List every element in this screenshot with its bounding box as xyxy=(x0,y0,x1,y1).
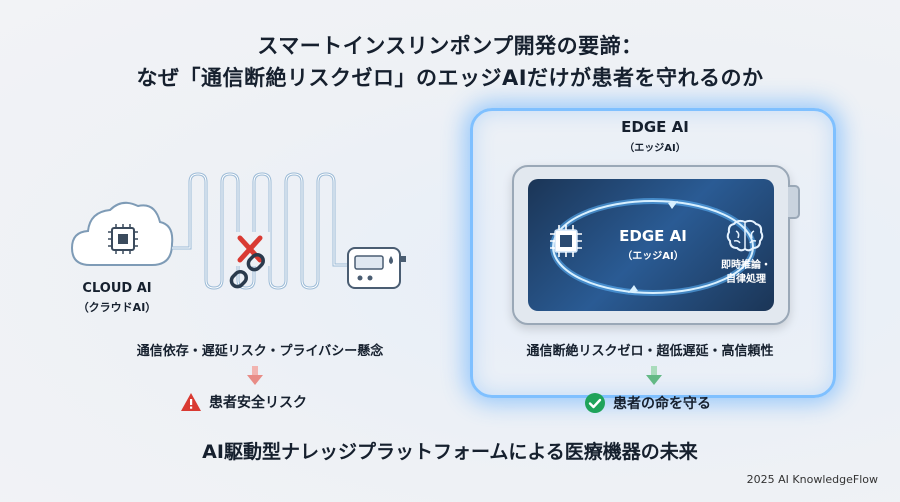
credit-text: 2025 AI KnowledgeFlow xyxy=(746,473,878,486)
edge-ai-subtitle: （エッジAI） xyxy=(624,143,686,154)
device-cap xyxy=(788,185,800,219)
cloud-issues: 通信依存・遅延リスク・プライバシー懸念 xyxy=(136,344,384,359)
title-line-1: スマートインスリンポンプ開発の要諦： xyxy=(257,34,643,58)
process-line-2: 自律処理 xyxy=(726,274,766,285)
device-name: EDGE AI xyxy=(619,227,687,245)
device-screen: EDGE AI （エッジAI） 即時推論・ 自律処理 xyxy=(528,179,774,311)
edge-glow-frame xyxy=(470,108,836,398)
process-line-1: 即時推論・ xyxy=(721,260,771,271)
arrow-down-icon xyxy=(247,366,263,385)
pump-device-body: EDGE AI （エッジAI） 即時推論・ 自律処理 xyxy=(512,165,800,325)
chip-icon xyxy=(550,225,582,257)
device-subtitle: （エッジAI） xyxy=(622,251,684,262)
pump-icon xyxy=(347,247,406,289)
footer-tagline: AI駆動型ナレッジプラットフォームによる医療機器の未来 xyxy=(202,441,698,463)
edge-benefits: 通信断絶リスクゼロ・超低遅延・高信頼性 xyxy=(526,344,774,359)
connection-wire xyxy=(172,172,348,290)
cloud-outcome: 患者安全リスク xyxy=(180,392,307,412)
broken-link-icon xyxy=(229,253,265,289)
process-text: 即時推論・ 自律処理 xyxy=(714,259,774,287)
title-line-2: なぜ「通信断絶リスクゼロ」のエッジAIだけが患者を守れるのか xyxy=(136,66,764,90)
check-icon xyxy=(585,393,605,413)
cloud-ai-label: CLOUD AI （クラウドAI） xyxy=(62,281,172,315)
page-title: スマートインスリンポンプ開発の要諦： なぜ「通信断絶リスクゼロ」のエッジAIだけ… xyxy=(0,30,900,94)
cloud-ai-name: CLOUD AI xyxy=(82,281,152,296)
cloud-connection-diagram xyxy=(70,172,406,290)
warning-icon xyxy=(181,393,201,411)
device-label: EDGE AI （エッジAI） xyxy=(598,227,708,262)
cloud-ai-subtitle: （クラウドAI） xyxy=(77,301,157,314)
chip-icon xyxy=(108,224,138,254)
edge-ai-name: EDGE AI xyxy=(621,118,689,136)
edge-ai-label: EDGE AI （エッジAI） xyxy=(600,118,710,154)
cloud-outcome-text: 患者安全リスク xyxy=(209,395,307,411)
edge-outcome: 患者の命を守る xyxy=(584,392,711,414)
arrow-down-icon xyxy=(646,366,662,385)
edge-outcome-text: 患者の命を守る xyxy=(613,396,711,412)
brain-icon xyxy=(726,219,764,252)
